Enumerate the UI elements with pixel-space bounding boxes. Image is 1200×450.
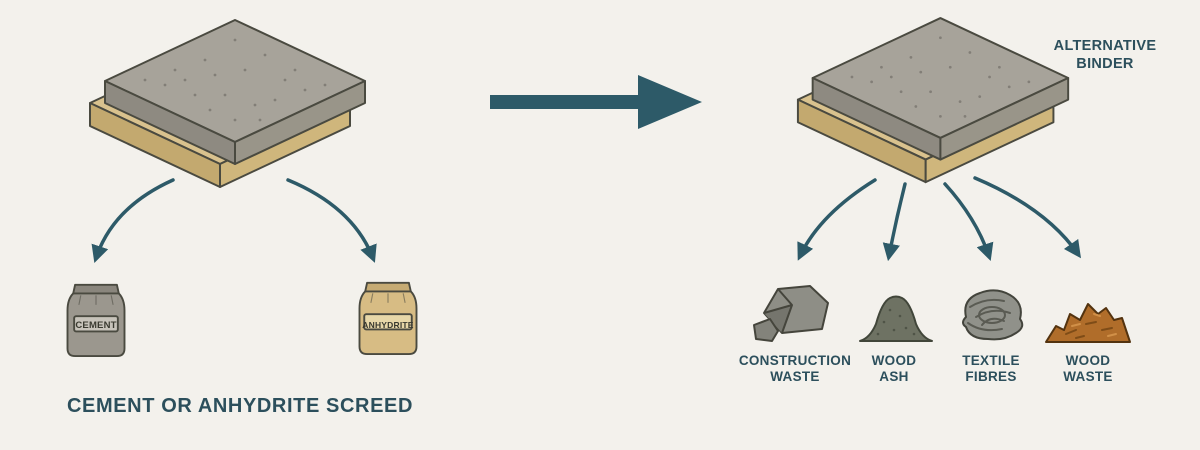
material-label-wood-waste: WOOD WASTE (1063, 353, 1113, 385)
ash-pile-icon (859, 295, 933, 342)
rubble-icon (753, 285, 829, 342)
screed-slab-illustration-left (89, 19, 366, 188)
left-flow-arrows (91, 178, 377, 263)
arrow-to-wood-ash (882, 182, 907, 262)
transition-right-arrow-icon (490, 75, 702, 129)
material-label-textile-fibres: TEXTILE FIBRES (962, 353, 1020, 385)
arrow-to-anhydrite (286, 178, 377, 263)
screed-slab-illustration-right (796, 17, 1070, 184)
cement-bag-label: CEMENT (75, 320, 117, 331)
yarn-coil-icon (962, 289, 1024, 341)
anhydrite-bag-label: ANHYDRITE (362, 320, 414, 330)
left-caption: CEMENT OR ANHYDRITE SCREED (67, 395, 413, 417)
arrow-to-cement (91, 178, 175, 263)
arrow-to-construction-waste (797, 178, 877, 261)
cement-bag-icon (66, 283, 126, 358)
screed-speckles (143, 38, 327, 122)
material-label-construction-waste: CONSTRUCTION WASTE (738, 353, 852, 385)
wood-chips-icon (1045, 303, 1131, 343)
material-label-wood-ash: WOOD ASH (871, 353, 917, 385)
anhydrite-bag-icon (358, 281, 418, 356)
right-flow-arrows (797, 176, 1081, 262)
arrow-to-wood-waste (973, 176, 1081, 259)
arrow-to-textile-fibres (943, 182, 994, 261)
alternative-binder-label: ALTERNATIVE BINDER (1053, 38, 1157, 72)
